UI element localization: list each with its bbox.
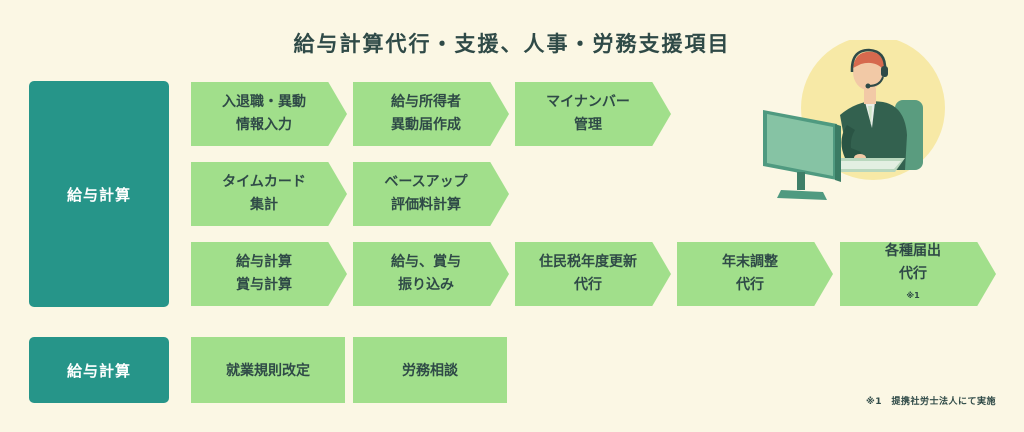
item-baseup-calc: ベースアップ 評価料計算: [353, 162, 509, 226]
category-payroll-2: 給与計算: [29, 337, 169, 403]
item-line-2: 賞与計算: [236, 277, 292, 293]
item-line-2: 集計: [250, 197, 278, 213]
page-title: 給与計算代行・支援、人事・労務支援項目: [293, 32, 731, 56]
item-line-1: 給与所得者: [391, 94, 461, 110]
category-payroll: 給与計算: [29, 81, 169, 307]
item-line-1: 入退職・異動: [222, 94, 306, 110]
item-resident-tax-update: 住民税年度更新 代行: [515, 242, 671, 306]
item-line-2: 管理: [574, 117, 602, 133]
item-line-1: ベースアップ: [384, 174, 468, 190]
item-various-filings: 各種届出 代行 ※1: [840, 242, 996, 306]
item-line-1: 各種届出: [885, 242, 941, 259]
item-line-2: 振り込み: [398, 277, 454, 293]
item-mynumber-management: マイナンバー 管理: [515, 82, 671, 146]
item-work-rules-revision: 就業規則改定: [191, 337, 345, 403]
item-line-2: 代行 ※1: [899, 263, 927, 307]
item-line-1: マイナンバー: [546, 94, 630, 110]
item-line-2-text: 代行: [899, 265, 927, 282]
item-income-change-form: 給与所得者 異動届作成: [353, 82, 509, 146]
item-year-end-adjustment: 年末調整 代行: [677, 242, 833, 306]
item-labor-consultation: 労務相談: [353, 337, 507, 403]
item-line-1: タイムカード: [222, 174, 306, 190]
item-line-2: 情報入力: [236, 117, 292, 133]
item-line-1: 住民税年度更新: [539, 254, 637, 270]
item-payroll-transfer: 給与、賞与 振り込み: [353, 242, 509, 306]
item-line-1: 年末調整: [722, 254, 778, 270]
item-line-2: 代行: [736, 277, 764, 293]
operator-headset-computer-icon: [763, 40, 945, 200]
item-timecard-totals: タイムカード 集計: [191, 162, 347, 226]
item-payroll-bonus-calc: 給与計算 賞与計算: [191, 242, 347, 306]
item-line-1: 給与計算: [236, 254, 292, 270]
item-hire-leave-input: 入退職・異動 情報入力: [191, 82, 347, 146]
footnote: ※1 提携社労士法人にて実施: [865, 397, 996, 407]
item-line-2: 異動届作成: [391, 117, 461, 133]
item-line-2: 代行: [574, 277, 602, 293]
footnote-mark: ※1: [906, 290, 920, 300]
item-line-2: 評価料計算: [391, 197, 461, 213]
item-line-1: 給与、賞与: [391, 254, 461, 270]
